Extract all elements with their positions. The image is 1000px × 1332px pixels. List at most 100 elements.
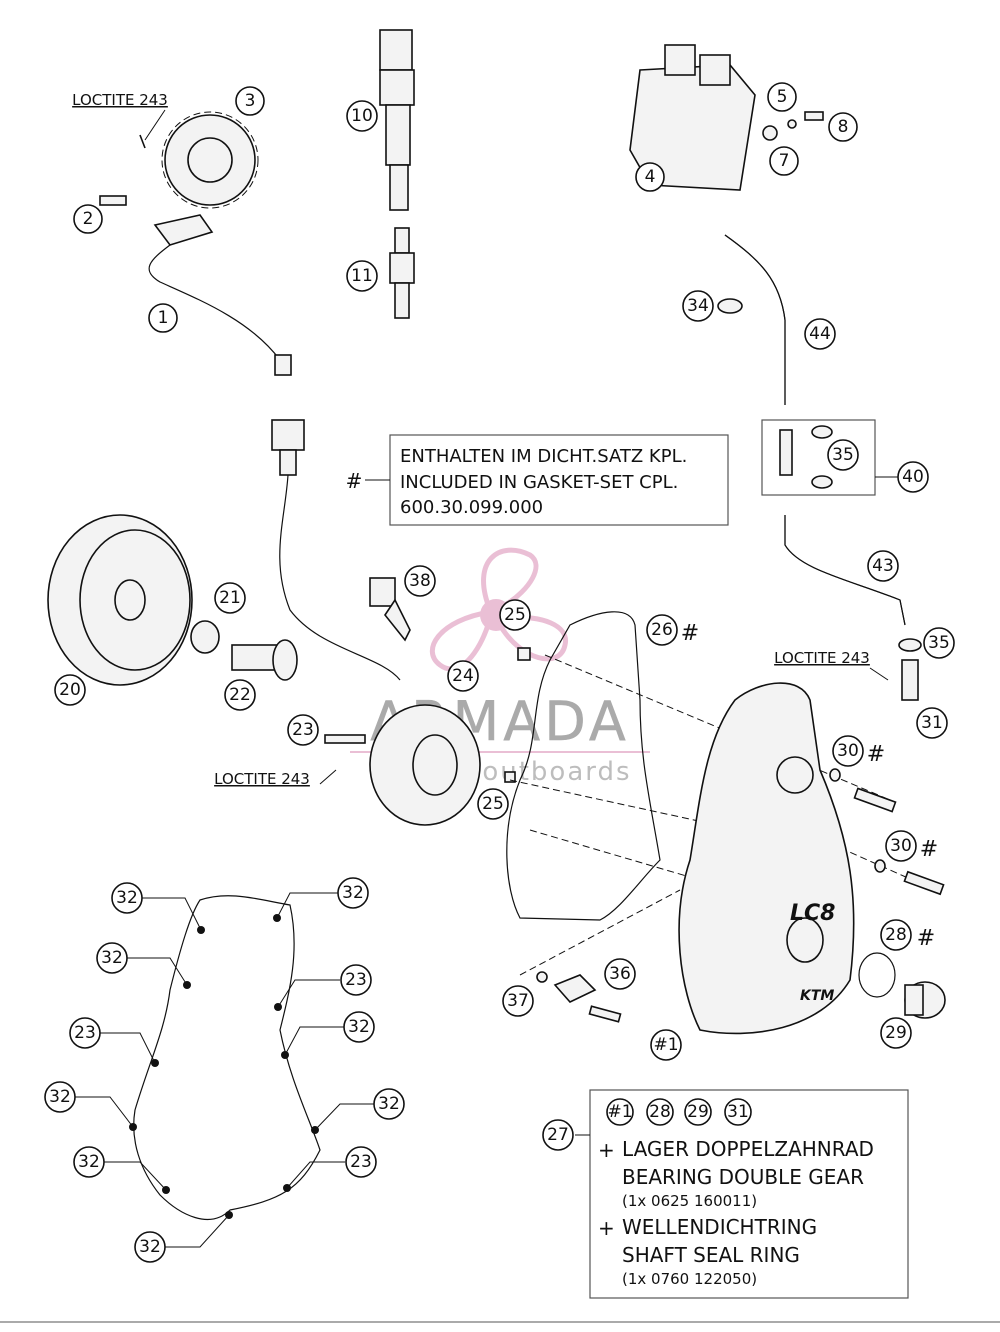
crankcase-gasket: [133, 895, 321, 1220]
hose-clamp-34: [717, 298, 743, 314]
svg-text:35: 35: [832, 445, 854, 465]
callout-30a: 30: [832, 735, 864, 767]
cover-gasket-26: [506, 611, 661, 921]
trigger-wheel: [161, 111, 259, 209]
callout-40: 40: [897, 461, 929, 493]
callout-35b: 35: [923, 627, 955, 659]
callout-36: 36: [604, 958, 636, 990]
svg-text:28: 28: [885, 925, 907, 945]
svg-text:3: 3: [245, 91, 256, 111]
stator-24: [369, 704, 481, 826]
callout-25b: 25: [477, 788, 509, 820]
svg-text:25: 25: [504, 605, 526, 625]
flywheel-20: [47, 514, 193, 686]
callout-43: 43: [867, 550, 899, 582]
svg-text:28: 28: [649, 1102, 671, 1122]
cover-lc8-logo: LC8: [790, 901, 835, 926]
callout-g23b: 23: [69, 1017, 101, 1049]
svg-text:30: 30: [890, 836, 912, 856]
hash-30b: #: [920, 837, 938, 862]
callout-34: 34: [682, 290, 714, 322]
callout-37: 37: [502, 985, 534, 1017]
hash-26: #: [681, 621, 699, 646]
callout-g32a: 32: [111, 882, 143, 914]
bolt-30a: [829, 768, 897, 813]
svg-text:31: 31: [727, 1102, 749, 1122]
svg-text:32: 32: [49, 1087, 71, 1107]
svg-text:34: 34: [687, 296, 709, 316]
cover-ktm-logo: KTM: [800, 988, 834, 1004]
svg-text:32: 32: [348, 1017, 370, 1037]
loctite-label-3: LOCTITE 243: [214, 770, 310, 788]
callout-8: 8: [828, 112, 858, 142]
svg-text:22: 22: [229, 685, 251, 705]
ecu-box: [629, 44, 824, 191]
dowel-25b: [504, 771, 516, 783]
svg-text:32: 32: [139, 1237, 161, 1257]
svg-text:25: 25: [482, 794, 504, 814]
fitting-31: [898, 638, 922, 701]
screw-23: [324, 734, 366, 744]
loctite-label-1: LOCTITE 243: [72, 91, 168, 109]
callout-38: 38: [404, 565, 436, 597]
callout-3: 3: [235, 86, 265, 116]
svg-text:29: 29: [687, 1102, 709, 1122]
callout-23: 23: [287, 714, 319, 746]
kit-ref-29: 29: [684, 1098, 712, 1126]
svg-text:2: 2: [83, 209, 94, 229]
svg-text:38: 38: [409, 571, 431, 591]
callout-26: 26: [646, 614, 678, 646]
svg-text:26: 26: [651, 620, 673, 640]
kit-item1-de: LAGER DOPPELZAHNRAD: [622, 1137, 874, 1161]
hash-28: #: [917, 926, 935, 951]
callout-g32g: 32: [73, 1146, 105, 1178]
svg-text:10: 10: [351, 106, 373, 126]
gasket-holes: [129, 914, 319, 1219]
hash-symbol: #: [346, 469, 363, 493]
svg-text:30: 30: [837, 741, 859, 761]
kit-item2-en: SHAFT SEAL RING: [622, 1243, 800, 1267]
callout-29: 29: [880, 1017, 912, 1049]
callout-7: 7: [769, 146, 799, 176]
svg-text:29: 29: [885, 1023, 907, 1043]
kit-ref-1: #1: [606, 1098, 634, 1126]
washer-21: [190, 620, 220, 654]
svg-text:5: 5: [777, 87, 788, 107]
svg-text:36: 36: [609, 964, 631, 984]
callout-g32b: 32: [337, 877, 369, 909]
callout-g32e: 32: [44, 1081, 76, 1113]
gasket-note-line2: INCLUDED IN GASKET-SET CPL.: [400, 472, 678, 493]
pickup-sensor: [148, 214, 292, 376]
kit-item2-qty: (1x 0760 122050): [622, 1270, 757, 1288]
callout-10: 10: [346, 100, 378, 132]
callout-31: 31: [916, 707, 948, 739]
svg-text:32: 32: [101, 948, 123, 968]
sensor-38: [369, 577, 411, 642]
svg-text:23: 23: [350, 1152, 372, 1172]
kit-ref-31: 31: [724, 1098, 752, 1126]
svg-text:44: 44: [809, 324, 831, 344]
callout-5: 5: [767, 82, 797, 112]
callout-g32c: 32: [96, 942, 128, 974]
callout-g32h: 32: [134, 1231, 166, 1263]
svg-text:23: 23: [292, 720, 314, 740]
callout-35a: 35: [827, 439, 859, 471]
svg-text:27: 27: [547, 1125, 569, 1145]
callout-g32d: 32: [343, 1011, 375, 1043]
hash-30a: #: [867, 742, 885, 767]
svg-text:8: 8: [838, 117, 849, 137]
kit-box: #1 28 29 31 + LAGER DOPPELZAHNRAD BEARIN…: [575, 1089, 909, 1299]
kit-item1-en: BEARING DOUBLE GEAR: [622, 1165, 864, 1189]
kit-ref-28: 28: [646, 1098, 674, 1126]
svg-text:32: 32: [342, 883, 364, 903]
svg-text:21: 21: [219, 588, 241, 608]
callout-24: 24: [447, 660, 479, 692]
callout-28: 28: [880, 919, 912, 951]
o-ring-28: [858, 952, 896, 998]
loctite-label-2: LOCTITE 243: [774, 649, 870, 667]
ignition-coil: [379, 29, 415, 211]
svg-text:43: 43: [872, 556, 894, 576]
screw-2: [99, 195, 127, 206]
callout-g32f: 32: [373, 1088, 405, 1120]
